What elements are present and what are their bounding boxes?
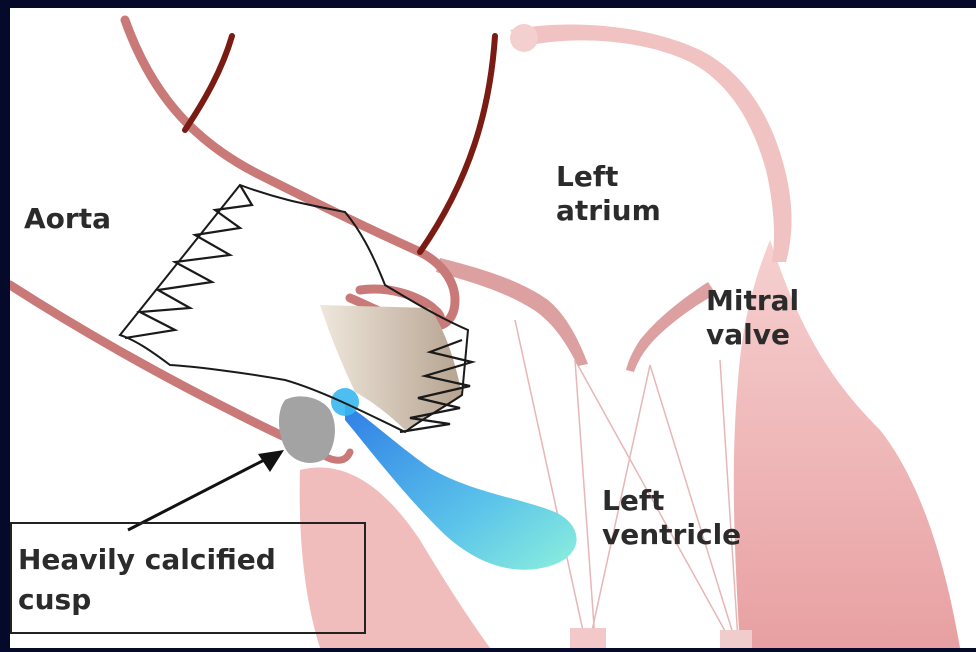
label-left-atrium-line2: atrium <box>556 194 661 228</box>
atrial-wall-tip <box>510 24 538 52</box>
label-aorta: Aorta <box>24 202 111 236</box>
label-left-atrium-line1: Left <box>556 160 661 194</box>
leak-origin-burst <box>331 388 359 416</box>
label-left-ventricle-line2: ventricle <box>602 518 741 552</box>
label-mitral-line1: Mitral <box>706 284 799 318</box>
label-left-ventricle-line1: Left <box>602 484 741 518</box>
label-calcified-line2: cusp <box>18 580 358 620</box>
papillary-muscle-right <box>720 630 752 648</box>
label-mitral-line2: valve <box>706 318 799 352</box>
label-left-ventricle: Left ventricle <box>602 484 741 552</box>
label-mitral-valve: Mitral valve <box>706 284 799 352</box>
papillary-muscle-left <box>570 628 606 648</box>
label-calcified-line1: Heavily calcified <box>18 540 358 580</box>
label-left-atrium: Left atrium <box>556 160 661 228</box>
frame-left-edge <box>0 0 10 648</box>
label-calcified-cusp: Heavily calcified cusp <box>18 540 358 620</box>
callout-box-calcified-cusp: Heavily calcified cusp <box>10 522 366 634</box>
